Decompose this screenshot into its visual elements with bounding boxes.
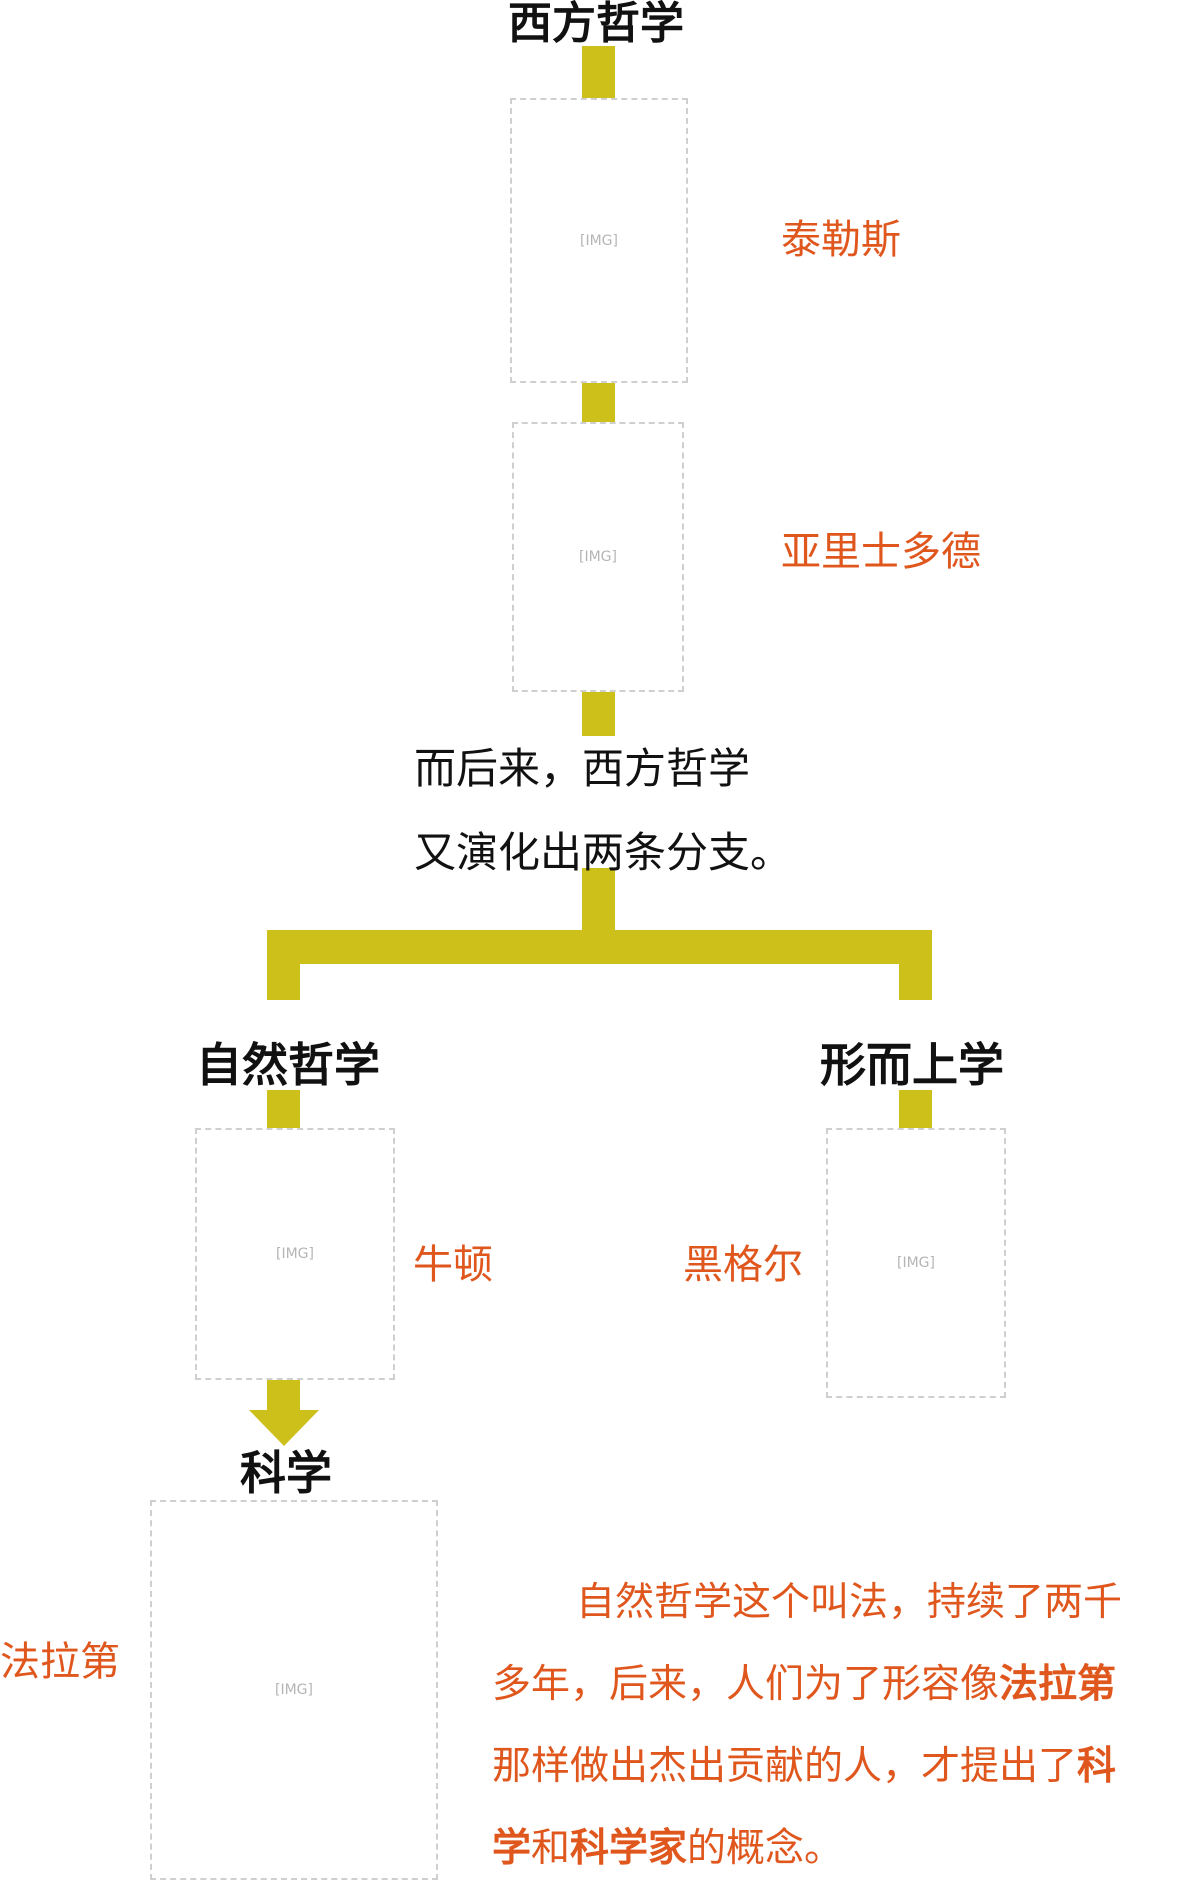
branch-science: 科学 [240,1446,332,1500]
hegel-label: 黑格尔 [683,1242,803,1288]
explanation-paragraph: 自然哲学这个叫法，持续了两千 多年，后来，人们为了形容像法拉第 那样做出杰出贡献… [492,1562,1172,1890]
aristotle-illustration: [IMG] [512,422,684,692]
paragraph-line-4: 学和科学家的概念。 [492,1808,1172,1890]
aristotle-label: 亚里士多德 [781,529,981,575]
highlight-faraday: 法拉第 [999,1662,1117,1707]
newton-label: 牛顿 [413,1242,493,1288]
faraday-label: 法拉第 [0,1639,120,1685]
branch-right-down-bar [899,930,932,1000]
transition-line-1: 而后来，西方哲学 [414,744,751,793]
transition-line-2: 又演化出两条分支。 [414,828,793,877]
branch-left-down-bar [267,930,300,1000]
paragraph-text: 和 [531,1826,571,1871]
page-title: 西方哲学 [508,0,684,49]
thales-label: 泰勒斯 [781,217,901,263]
paragraph-text: 那样做出杰出贡献的人，才提出了 [492,1744,1078,1789]
branch-horizontal-bar [267,930,932,964]
highlight-science-end: 学 [492,1826,532,1871]
paragraph-text: 的概念。 [687,1826,844,1871]
paragraph-text: 自然哲学这个叫法，持续了两千 [576,1580,1123,1625]
paragraph-line-1: 自然哲学这个叫法，持续了两千 [492,1562,1172,1644]
trunk-bar-mid [582,868,615,934]
highlight-scientist: 科学家 [570,1826,688,1871]
arrow-down-icon [249,1410,319,1446]
faraday-illustration: [IMG] [150,1500,438,1880]
paragraph-text: 多年，后来，人们为了形容像 [492,1662,1000,1707]
paragraph-line-2: 多年，后来，人们为了形容像法拉第 [492,1644,1172,1726]
paragraph-line-3: 那样做出杰出贡献的人，才提出了科 [492,1726,1172,1808]
highlight-science-start: 科 [1077,1744,1117,1789]
hegel-illustration: [IMG] [826,1128,1006,1398]
branch-natural-philosophy: 自然哲学 [196,1038,380,1092]
branch-metaphysics: 形而上学 [820,1038,1004,1092]
thales-illustration: [IMG] [510,98,688,383]
newton-illustration: [IMG] [195,1128,395,1380]
